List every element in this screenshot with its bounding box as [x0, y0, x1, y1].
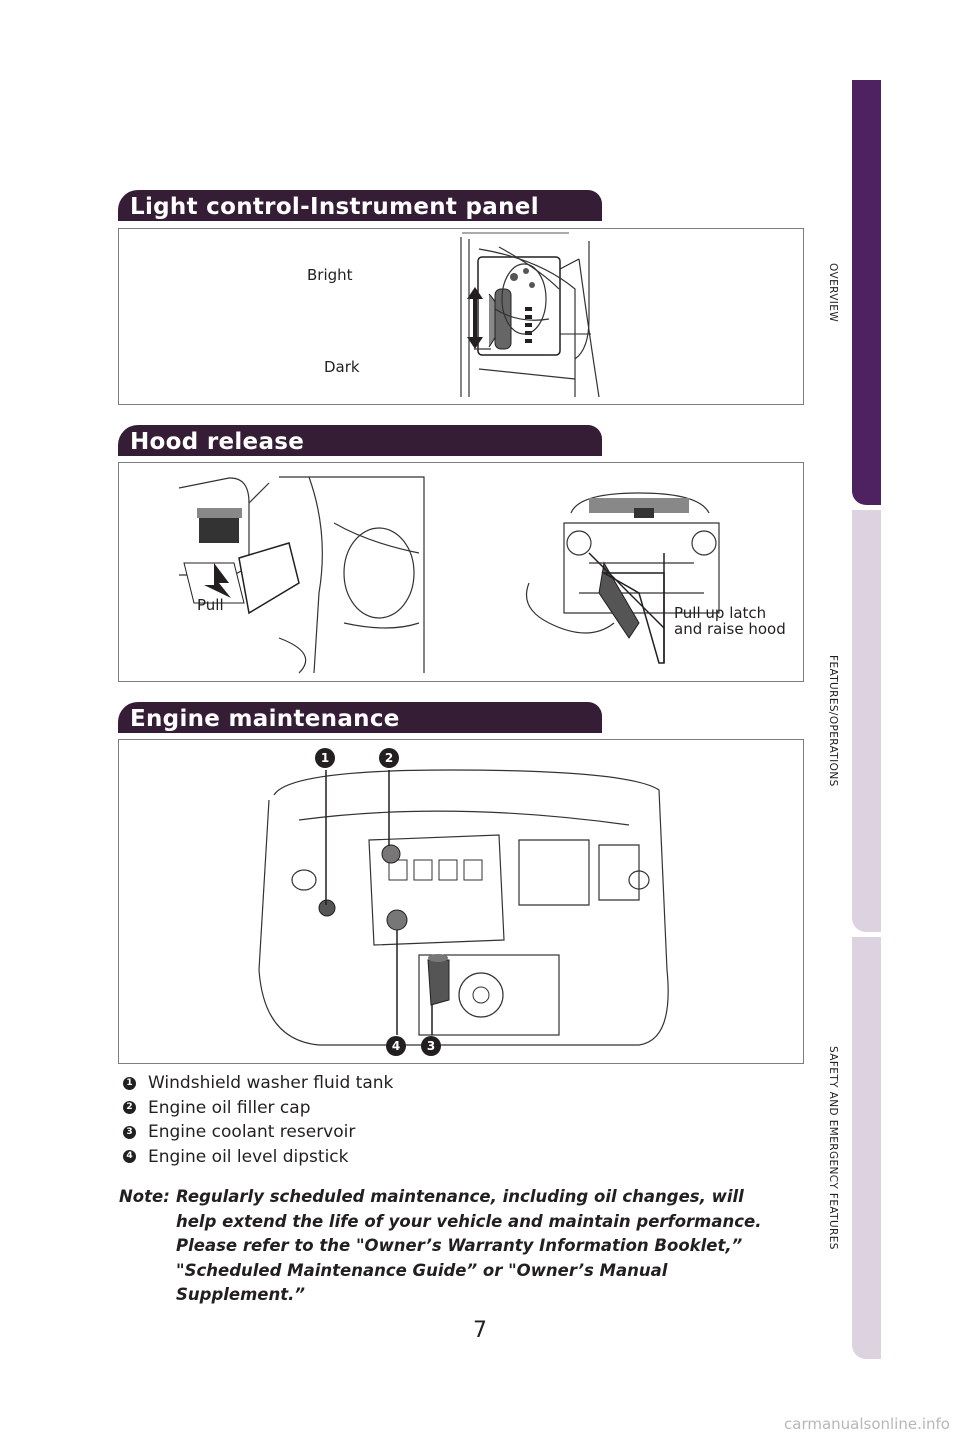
footer-watermark: carmanualsonline.info	[784, 1415, 950, 1433]
note-prefix: Note:	[119, 1187, 170, 1206]
label-raise-hood: and raise hood	[674, 620, 786, 638]
tab-features-operations[interactable]: FEATURES/OPERATIONS	[827, 510, 881, 932]
callout-4: 4	[386, 1036, 406, 1056]
tab-overview[interactable]: OVERVIEW	[827, 80, 881, 505]
maintenance-note: Note: Regularly scheduled maintenance, i…	[119, 1185, 799, 1308]
light-control-illustration	[460, 232, 600, 398]
legend-label: Engine oil level dipstick	[148, 1146, 349, 1167]
legend-label: Engine oil filler cap	[148, 1097, 311, 1118]
note-line: "Scheduled Maintenance Guide” or "Owner’…	[176, 1260, 668, 1280]
label-pull-latch: Pull up latch	[674, 604, 767, 622]
section-title-hood-release: Hood release	[118, 425, 602, 456]
tab-features-label: FEATURES/OPERATIONS	[827, 655, 839, 787]
legend-item: 2 Engine oil filler cap	[123, 1096, 393, 1121]
legend-number: 1	[123, 1076, 136, 1090]
hood-release-panel: Pull Pull up latch and raise hood	[118, 462, 804, 682]
section-title-engine-maintenance: Engine maintenance	[118, 702, 602, 733]
legend-label: Windshield washer fluid tank	[148, 1073, 394, 1094]
legend-item: 1 Windshield washer fluid tank	[123, 1071, 393, 1096]
light-control-panel: Bright Dark	[118, 228, 804, 405]
note-line: Supplement.”	[176, 1285, 306, 1304]
tab-safety-emergency[interactable]: SAFETY AND EMERGENCY FEATURES	[827, 937, 881, 1359]
hood-release-illustration	[178, 476, 720, 674]
label-bright: Bright	[307, 266, 353, 284]
engine-legend: 1 Windshield washer fluid tank 2 Engine …	[123, 1071, 393, 1169]
legend-item: 3 Engine coolant reservoir	[123, 1120, 393, 1145]
legend-number: 4	[123, 1150, 136, 1164]
note-line: Please refer to the "Owner’s Warranty In…	[176, 1236, 743, 1255]
page-number: 7	[473, 1318, 487, 1343]
tab-overview-label: OVERVIEW	[827, 262, 839, 323]
label-dark: Dark	[324, 358, 360, 376]
legend-number: 3	[123, 1125, 136, 1139]
legend-item: 4 Engine oil level dipstick	[123, 1145, 393, 1170]
legend-number: 2	[123, 1101, 136, 1115]
callout-1: 1	[315, 748, 335, 768]
label-pull: Pull	[197, 596, 224, 614]
engine-illustration	[258, 769, 669, 1046]
note-line: Regularly scheduled maintenance, includi…	[176, 1187, 744, 1206]
tab-safety-label: SAFETY AND EMERGENCY FEATURES	[827, 1046, 839, 1250]
callout-2: 2	[379, 748, 399, 768]
callout-3: 3	[421, 1036, 441, 1056]
engine-panel: 1 2 3 4	[118, 739, 804, 1064]
note-line: help extend the life of your vehicle and…	[176, 1211, 762, 1231]
section-title-light-control: Light control-Instrument panel	[118, 190, 602, 221]
legend-label: Engine coolant reservoir	[148, 1122, 356, 1143]
